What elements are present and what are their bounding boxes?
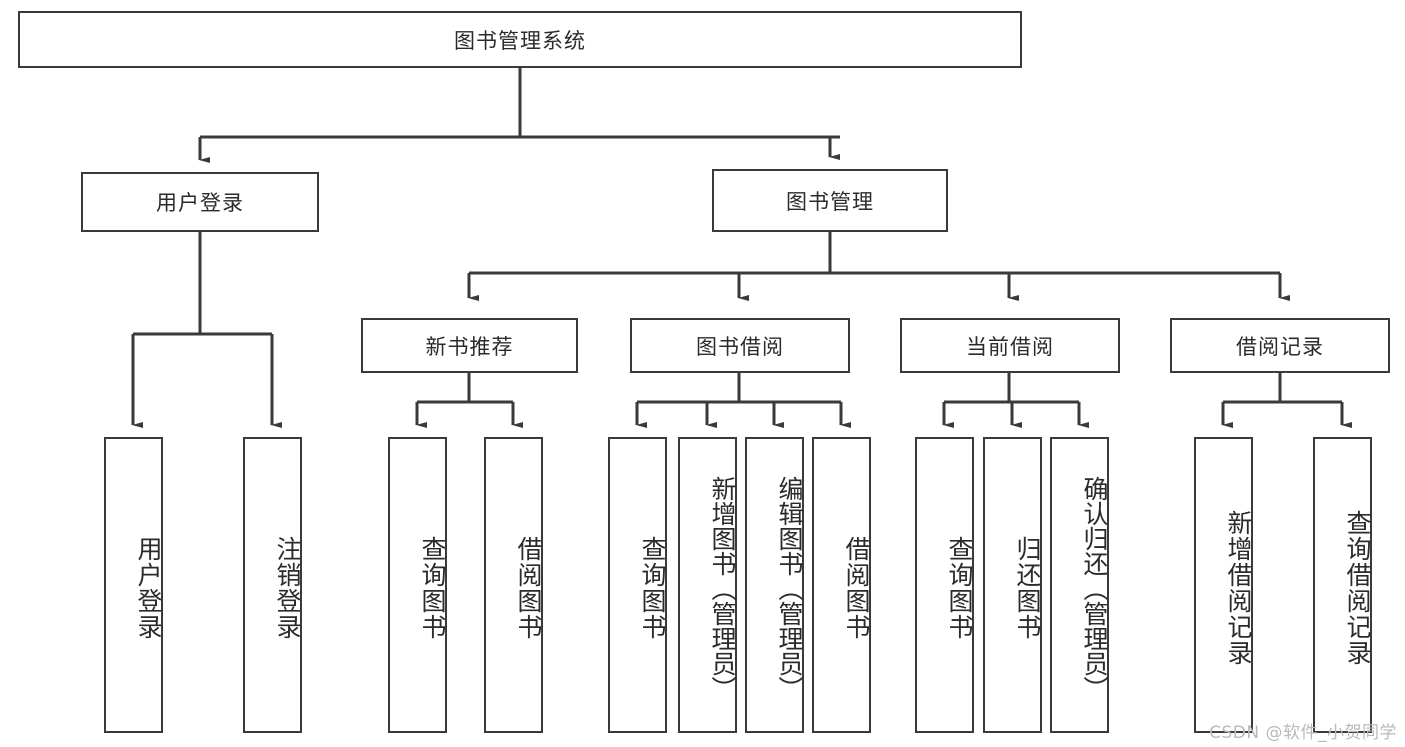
leaf-confirm-return-admin[interactable]: 确认归还（管理员） (1050, 437, 1109, 733)
node-book-management[interactable]: 图书管理 (712, 169, 948, 232)
leaf-query-book-current[interactable]: 查询图书 (915, 437, 974, 733)
node-current-borrow[interactable]: 当前借阅 (900, 318, 1120, 373)
leaf-borrow-book-recommend-label: 借阅图书 (514, 536, 543, 640)
leaf-user-login[interactable]: 用户登录 (104, 437, 163, 733)
leaf-user-login-label: 用户登录 (134, 536, 163, 640)
leaf-borrow-book[interactable]: 借阅图书 (812, 437, 871, 733)
leaf-add-book-admin-label: 新增图书（管理员） (708, 475, 737, 701)
node-user-login-label: 用户登录 (156, 191, 244, 215)
node-root[interactable]: 图书管理系统 (18, 11, 1022, 68)
watermark: CSDN @软件_小贺同学 (1209, 723, 1397, 743)
leaf-edit-book-admin-label: 编辑图书（管理员） (775, 475, 804, 701)
node-borrow-record-label: 借阅记录 (1236, 334, 1324, 359)
node-book-borrow[interactable]: 图书借阅 (630, 318, 850, 373)
node-new-book-recommend[interactable]: 新书推荐 (361, 318, 578, 373)
leaf-borrow-book-recommend[interactable]: 借阅图书 (484, 437, 543, 733)
node-borrow-record[interactable]: 借阅记录 (1170, 318, 1390, 373)
leaf-edit-book-admin[interactable]: 编辑图书（管理员） (745, 437, 804, 733)
leaf-add-borrow-record[interactable]: 新增借阅记录 (1194, 437, 1253, 733)
leaf-logout-label: 注销登录 (273, 536, 302, 640)
leaf-confirm-return-admin-label: 确认归还（管理员） (1080, 475, 1109, 701)
node-book-borrow-label: 图书借阅 (696, 334, 784, 359)
leaf-add-book-admin[interactable]: 新增图书（管理员） (678, 437, 737, 733)
node-user-login[interactable]: 用户登录 (81, 172, 319, 232)
node-root-label: 图书管理系统 (454, 28, 586, 53)
leaf-return-book[interactable]: 归还图书 (983, 437, 1042, 733)
leaf-query-book-recommend[interactable]: 查询图书 (388, 437, 447, 733)
leaf-query-book-current-label: 查询图书 (945, 536, 974, 640)
leaf-query-borrow-record[interactable]: 查询借阅记录 (1313, 437, 1372, 733)
leaf-query-book-recommend-label: 查询图书 (418, 536, 447, 640)
leaf-return-book-label: 归还图书 (1013, 536, 1042, 640)
node-current-borrow-label: 当前借阅 (966, 334, 1054, 359)
leaf-add-borrow-record-label: 新增借阅记录 (1224, 510, 1253, 666)
leaf-query-borrow-record-label: 查询借阅记录 (1343, 510, 1372, 666)
leaf-logout[interactable]: 注销登录 (243, 437, 302, 733)
leaf-query-book-borrow[interactable]: 查询图书 (608, 437, 667, 733)
node-book-management-label: 图书管理 (786, 189, 874, 214)
node-new-book-recommend-label: 新书推荐 (425, 334, 514, 359)
leaf-borrow-book-label: 借阅图书 (842, 536, 871, 640)
leaf-query-book-borrow-label: 查询图书 (638, 536, 667, 640)
